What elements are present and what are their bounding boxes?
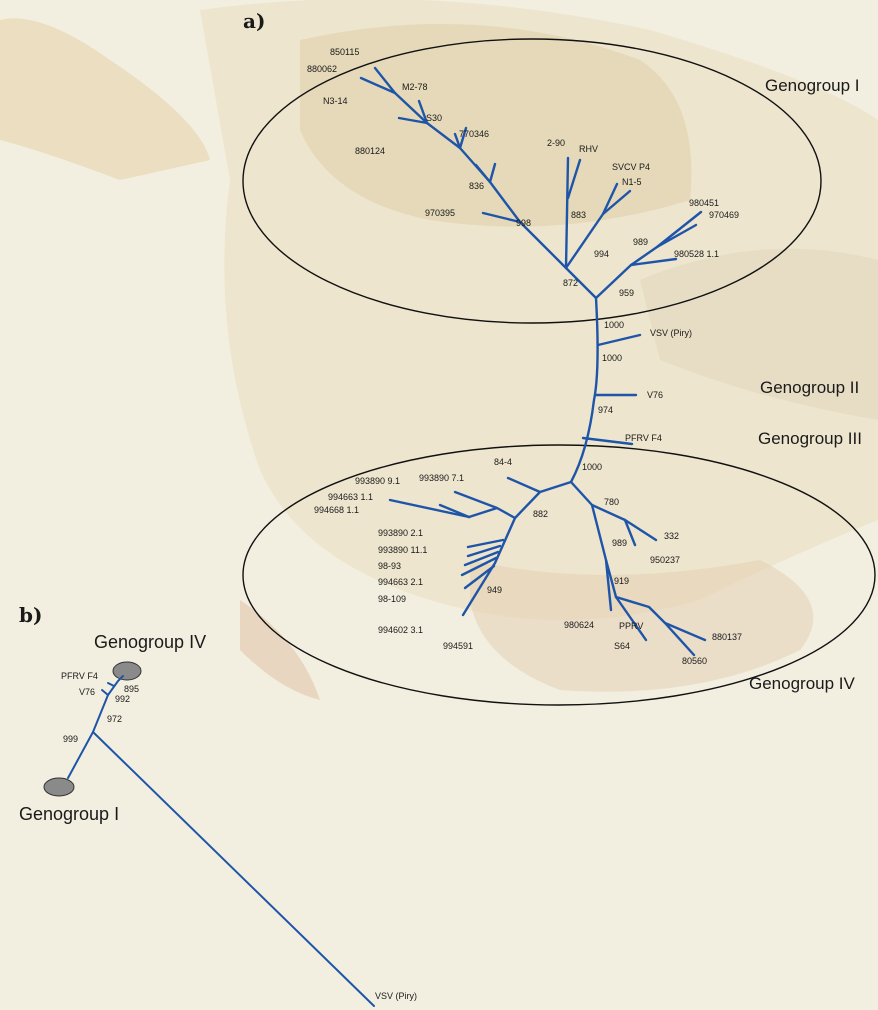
bootstrap-989-b: 989 <box>612 538 627 548</box>
bootstrap-882: 882 <box>533 509 548 519</box>
leaf-s30: S30 <box>426 113 442 123</box>
leaf-s64: S64 <box>614 641 630 651</box>
bootstrap-989-a: 989 <box>633 237 648 247</box>
genogroup-ii-label: Genogroup II <box>760 378 859 397</box>
panel-b-bootstrap-999: 999 <box>63 734 78 744</box>
bootstrap-994: 994 <box>594 249 609 259</box>
leaf-80560: 80560 <box>682 656 707 666</box>
genogroup-i-label: Genogroup I <box>765 76 860 95</box>
leaf-rhv: RHV <box>579 144 598 154</box>
leaf-980451: 980451 <box>689 198 719 208</box>
leaf-pprv: PPRV <box>619 621 643 631</box>
panel-b-bootstrap-895: 895 <box>124 684 139 694</box>
panel-b-branches <box>68 676 374 1006</box>
leaf-950237: 950237 <box>650 555 680 565</box>
leaf-2-90: 2-90 <box>547 138 565 148</box>
bootstrap-949: 949 <box>487 585 502 595</box>
leaf-980624: 980624 <box>564 620 594 630</box>
leaf-m2-78: M2-78 <box>402 82 428 92</box>
panel-b-genogroup-i-label: Genogroup I <box>19 804 119 824</box>
leaf-770346: 770346 <box>459 129 489 139</box>
bootstrap-1000-b: 1000 <box>602 353 622 363</box>
bootstrap-1000-c: 1000 <box>582 462 602 472</box>
leaf-vsv-piry: VSV (Piry) <box>650 328 692 338</box>
panel-a-label: a) <box>243 9 265 33</box>
leaf-994663-1-1: 994663 1.1 <box>328 492 373 502</box>
panel-b-leaf-pfrv-f4: PFRV F4 <box>61 671 98 681</box>
leaf-994668-1-1: 994668 1.1 <box>314 505 359 515</box>
leaf-980528-1-1: 980528 1.1 <box>674 249 719 259</box>
leaf-880062: 880062 <box>307 64 337 74</box>
leaf-98-109: 98-109 <box>378 594 406 604</box>
leaf-970395: 970395 <box>425 208 455 218</box>
genogroup-i-ellipse <box>243 39 821 323</box>
bootstrap-1000-a: 1000 <box>604 320 624 330</box>
main-backbone-branch <box>571 298 598 482</box>
leaf-98-93: 98-93 <box>378 561 401 571</box>
genogroup-iv-label: Genogroup IV <box>749 674 856 693</box>
leaf-880137: 880137 <box>712 632 742 642</box>
leaf-850115: 850115 <box>330 47 359 57</box>
leaf-994591: 994591 <box>443 641 473 651</box>
panel-b-leaf-vsv-piry: VSV (Piry) <box>375 991 417 1001</box>
panel-b-bootstrap-992: 992 <box>115 694 130 704</box>
leaf-n3-14: N3-14 <box>323 96 348 106</box>
panel-b-genogroup-i-node <box>44 778 74 796</box>
genogroup-i-branches <box>361 68 701 298</box>
leaf-993890-11-1: 993890 11.1 <box>378 545 427 555</box>
bootstrap-883: 883 <box>571 210 586 220</box>
genogroup-iv-ellipse <box>243 445 875 705</box>
panel-b-genogroup-iv-node <box>113 662 141 680</box>
bootstrap-974: 974 <box>598 405 613 415</box>
leaf-svcv-p4: SVCV P4 <box>612 162 650 172</box>
panel-b-label: b) <box>19 603 42 627</box>
leaf-332: 332 <box>664 531 679 541</box>
panel-b-leaf-v76: V76 <box>79 687 95 697</box>
bootstrap-872: 872 <box>563 278 578 288</box>
genogroup-iii-label: Genogroup III <box>758 429 862 448</box>
leaf-994602-3-1: 994602 3.1 <box>378 625 423 635</box>
leaf-993890-2-1: 993890 2.1 <box>378 528 423 538</box>
bootstrap-780: 780 <box>604 497 619 507</box>
bootstrap-959: 959 <box>619 288 634 298</box>
leaf-v76: V76 <box>647 390 663 400</box>
leaf-993890-7-1: 993890 7.1 <box>419 473 464 483</box>
bootstrap-998: 998 <box>516 218 531 228</box>
leaf-84-4: 84-4 <box>494 457 512 467</box>
panel-b-bootstrap-972: 972 <box>107 714 122 724</box>
bootstrap-836: 836 <box>469 181 484 191</box>
leaf-880124: 880124 <box>355 146 385 156</box>
panel-b-genogroup-iv-label: Genogroup IV <box>94 632 206 652</box>
leaf-970469: 970469 <box>709 210 739 220</box>
vsv-piry-branch <box>598 335 640 345</box>
bootstrap-919: 919 <box>614 576 629 586</box>
leaf-994663-2-1: 994663 2.1 <box>378 577 423 587</box>
leaf-993890-9-1: 993890 9.1 <box>355 476 400 486</box>
leaf-pfrv-f4: PFRV F4 <box>625 433 662 443</box>
genogroup-iv-branches <box>390 478 705 655</box>
leaf-n1-5: N1-5 <box>622 177 642 187</box>
